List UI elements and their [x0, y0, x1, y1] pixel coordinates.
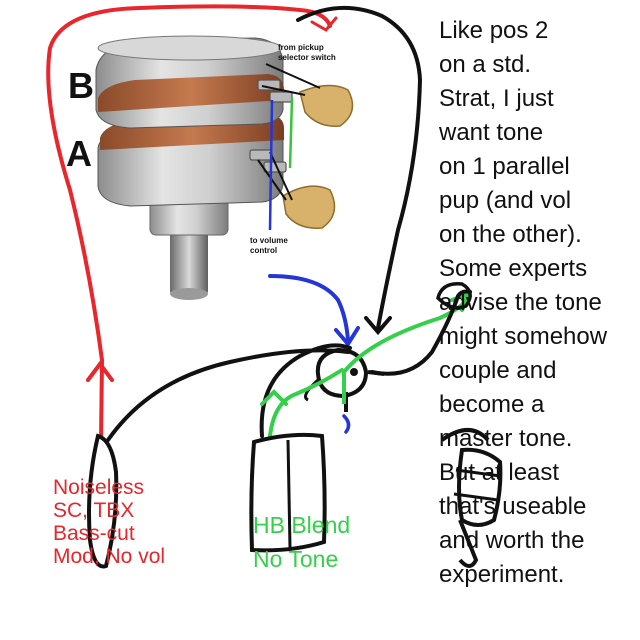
pot-blue-lead: [268, 99, 274, 231]
callout-control: control: [250, 246, 277, 255]
note-line: Like pos 2: [439, 17, 549, 44]
tone-cap-a: [282, 185, 336, 229]
pot-top: [97, 35, 283, 61]
note-line: that's useable: [439, 493, 587, 520]
note-line: on 1 parallel: [439, 153, 570, 180]
pot-shaft-tip: [170, 288, 208, 300]
green-wire-hb-arrow: [260, 389, 288, 406]
note-line: Strat, I just: [439, 85, 554, 112]
blue-tail: [342, 414, 351, 434]
blue-wire-arrow: [334, 326, 360, 348]
humbucker-label: HB Blend No Tone: [253, 508, 350, 576]
black-wire-hb: [259, 343, 352, 438]
resistor-sketch: [440, 428, 503, 568]
note-line: advise the tone: [439, 289, 602, 316]
callout-selector-switch: selector switch: [278, 53, 336, 62]
pot-green-lead: [288, 97, 294, 169]
single-coil-label-line: Mod, No vol: [53, 545, 166, 568]
pot-label-b: B: [68, 65, 94, 106]
pot-shaft: [170, 225, 208, 295]
pot-label-a: A: [66, 133, 92, 174]
red-wire: [46, 4, 332, 442]
humbucker-sketch: [249, 432, 327, 553]
single-coil-label-line: Bass-cut: [53, 522, 135, 545]
note-line: and worth the: [439, 527, 585, 554]
humbucker-label-line: HB Blend: [253, 512, 351, 538]
right-knob-sketch: [436, 282, 472, 310]
note-line: become a: [439, 391, 545, 418]
note-line: on the other).: [439, 221, 582, 248]
black-wire-arc: [296, 6, 423, 330]
red-wire-arrow-top: [310, 16, 338, 32]
red-wire-arrow: [86, 360, 114, 382]
note-line: couple and: [439, 357, 557, 384]
callout-from-pickup: from pickup: [278, 43, 324, 52]
note-line: Some experts: [439, 255, 588, 282]
explanation-note: Like pos 2 on a std. Strat, I just want …: [439, 14, 634, 592]
note-line: But at least: [439, 459, 560, 486]
blue-wire: [268, 274, 350, 342]
black-wire-sc: [106, 348, 350, 442]
single-coil-sketch: [87, 433, 119, 569]
green-wire-hb: [268, 368, 344, 438]
black-wire-right: [370, 289, 472, 376]
stacked-pot-image: B A from pickup selector switch to volum…: [66, 35, 354, 300]
tone-cap-b: [299, 84, 354, 127]
single-coil-label-line: SC, TBX: [53, 499, 135, 522]
note-line: pup (and vol: [439, 187, 572, 214]
note-line: master tone.: [439, 425, 573, 452]
humbucker-label-line: No Tone: [253, 546, 339, 572]
callout-to-volume: to volume: [250, 236, 288, 245]
black-wire-arrow: [364, 316, 392, 336]
note-line: on a std.: [439, 51, 532, 78]
single-coil-label: Noiseless SC, TBX Bass-cut Mod, No vol: [53, 476, 165, 568]
note-line: might somehow: [439, 323, 608, 350]
pot-wafer-b: [98, 74, 284, 112]
note-line: want tone: [439, 119, 544, 146]
note-line: experiment.: [439, 561, 565, 588]
single-coil-label-line: Noiseless: [53, 476, 145, 499]
